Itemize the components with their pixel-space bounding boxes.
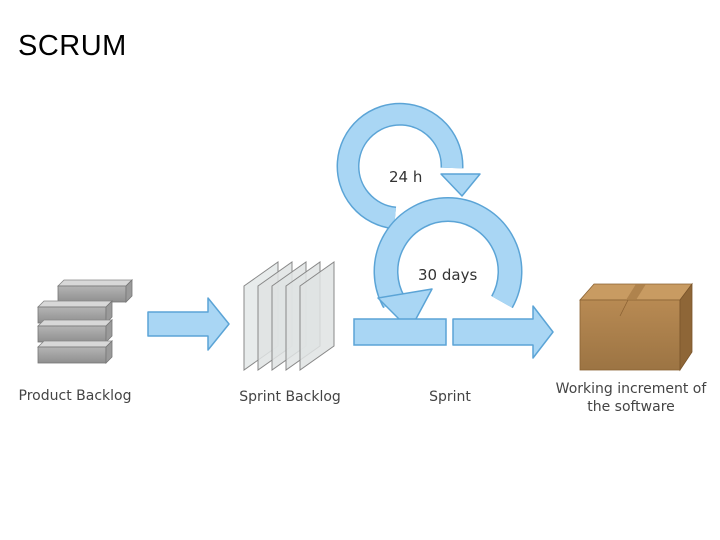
software-increment-box <box>579 282 693 372</box>
flow-arrow-2 <box>452 305 554 359</box>
sprint-bar-left <box>353 318 447 346</box>
sprint-backlog-sheets <box>243 261 335 371</box>
product-backlog-label: Product Backlog <box>18 388 132 404</box>
product-backlog-stack <box>37 279 133 364</box>
flow-arrow-1 <box>147 297 230 351</box>
sprint-cycle-arrow <box>373 197 523 331</box>
backlog-sheet <box>299 261 335 371</box>
sprint-label: Sprint <box>429 389 471 405</box>
slide-title: SCRUM <box>18 30 127 62</box>
daily-cycle-arrow <box>336 102 481 230</box>
backlog-block <box>57 279 133 303</box>
working-increment-label: Working increment of the software <box>555 381 707 415</box>
sprint-backlog-label: Sprint Backlog <box>239 389 341 405</box>
sprint-cycle-label: 30 days <box>418 266 477 284</box>
daily-cycle-label: 24 h <box>389 168 422 186</box>
backlog-block <box>37 319 113 343</box>
backlog-block <box>37 340 113 364</box>
